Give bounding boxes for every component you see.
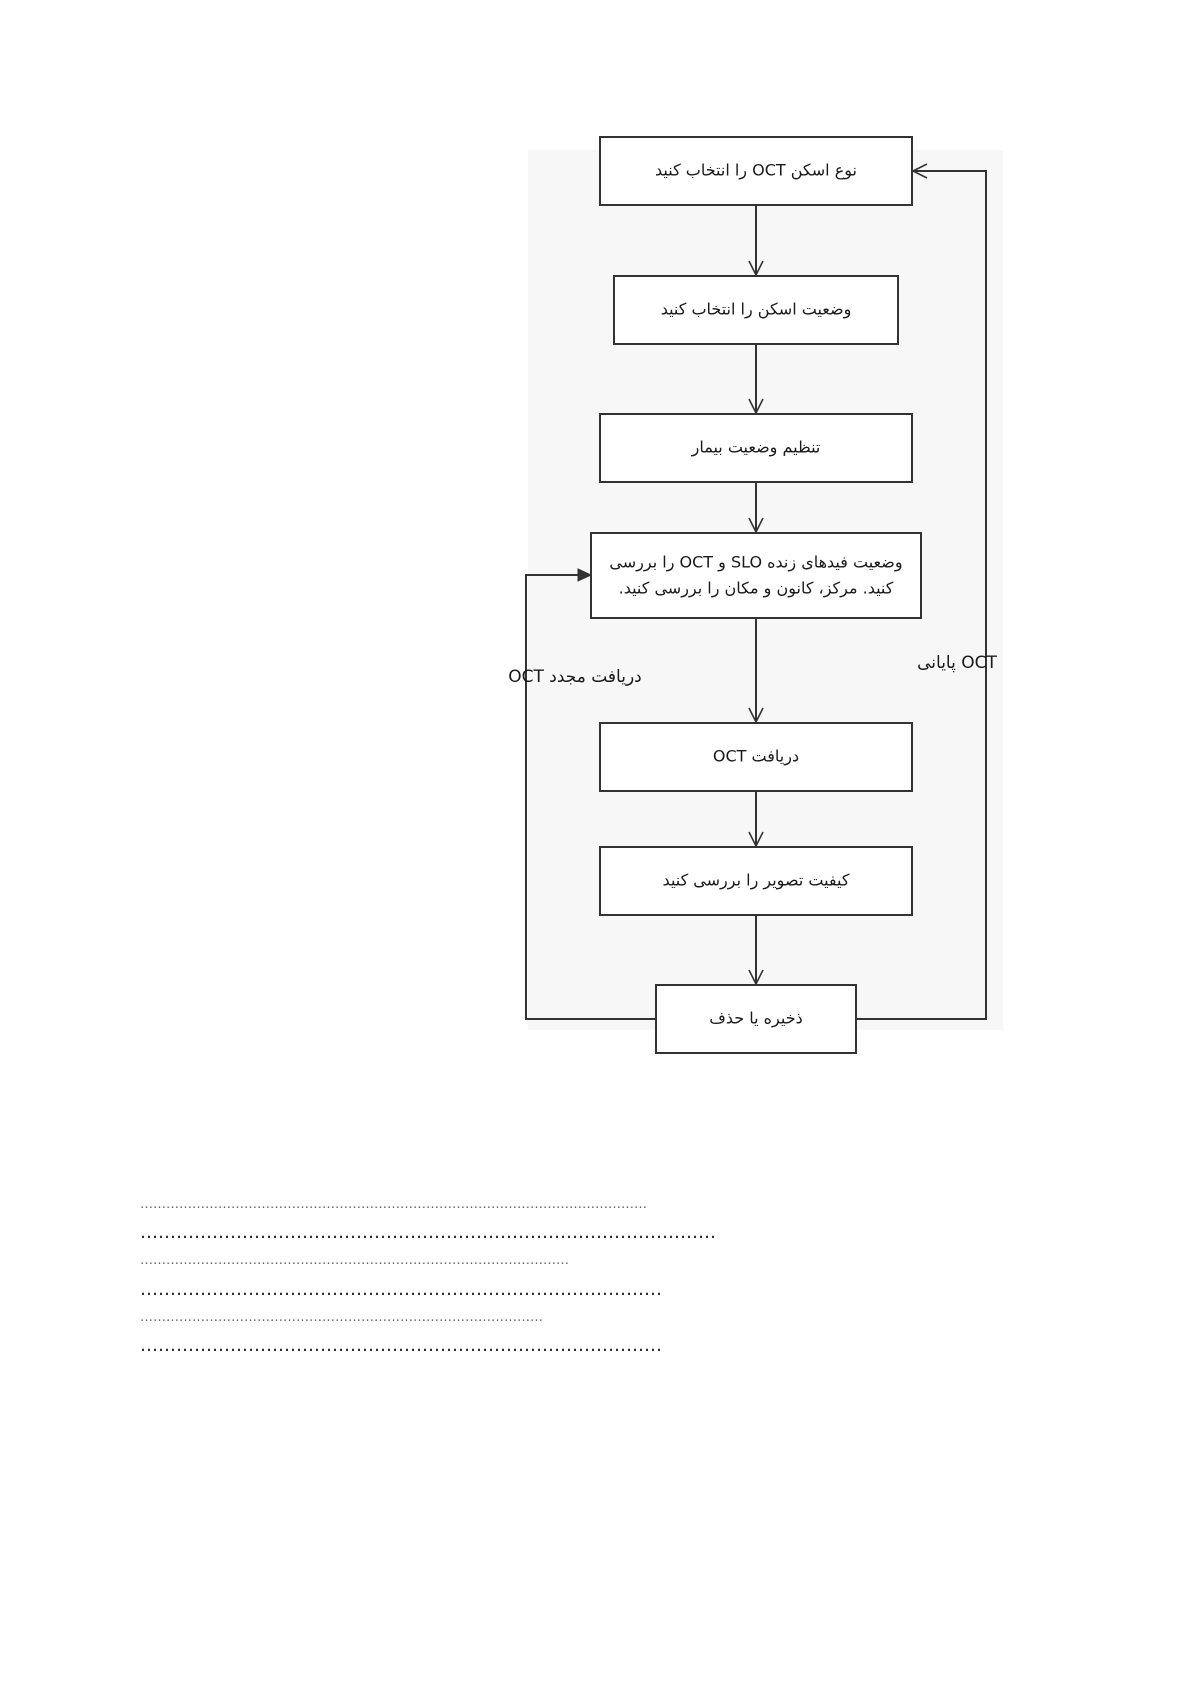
- node-select-scan-mode-label: وضعیت اسکن را انتخاب کنید: [661, 300, 852, 320]
- dotted-line-5: …………………………………………………………………………………: [140, 1310, 543, 1325]
- edge-final-loop: [856, 163, 987, 1020]
- node-acquire-oct: دریافت OCT: [599, 722, 913, 792]
- edge-reacquire-loop: [525, 568, 656, 1020]
- edge-final-label: OCT پایانی: [917, 653, 997, 673]
- node-select-scan-type: نوع اسکن OCT را انتخاب کنید: [599, 136, 913, 206]
- node-check-image-quality: کیفیت تصویر را بررسی کنید: [599, 846, 913, 916]
- node-patient-position-label: تنظیم وضعیت بیمار: [691, 438, 821, 458]
- node-patient-position: تنظیم وضعیت بیمار: [599, 413, 913, 483]
- node-check-live-feeds: وضعیت فیدهای زنده SLO و OCT را بررسی کنی…: [590, 532, 922, 619]
- dotted-line-2: ……………………………………………………………………………………: [140, 1222, 716, 1243]
- node-check-live-feeds-line1: وضعیت فیدهای زنده SLO و OCT را بررسی: [609, 553, 902, 573]
- node-check-live-feeds-line2: کنید. مرکز، کانون و مکان را بررسی کنید.: [619, 579, 894, 599]
- node-check-image-quality-label: کیفیت تصویر را بررسی کنید: [663, 871, 850, 891]
- node-acquire-oct-label: دریافت OCT: [713, 747, 799, 767]
- node-save-or-delete-label: ذخیره یا حذف: [709, 1009, 802, 1029]
- dotted-line-6: ……………………………………………………………………………: [140, 1335, 662, 1356]
- dotted-line-3: ………………………………………………………………………………………: [140, 1253, 569, 1268]
- node-save-or-delete: ذخیره یا حذف: [655, 984, 857, 1054]
- node-select-scan-mode: وضعیت اسکن را انتخاب کنید: [613, 275, 899, 345]
- edge-reacquire-label: دریافت مجدد OCT: [508, 667, 642, 687]
- node-select-scan-type-label: نوع اسکن OCT را انتخاب کنید: [655, 161, 857, 181]
- dotted-line-4: ……………………………………………………………………………: [140, 1279, 662, 1300]
- dotted-line-1: ………………………………………………………………………………………………………: [140, 1197, 647, 1212]
